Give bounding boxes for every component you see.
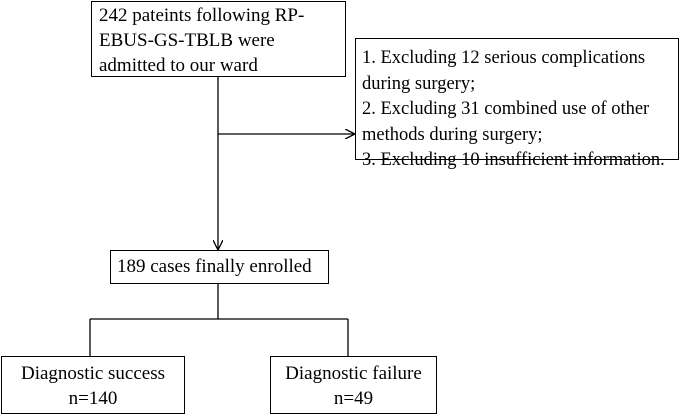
- exclusion-text-line: 1. Excluding 12 serious complications: [362, 48, 646, 68]
- outcome-count: n=140: [68, 388, 118, 409]
- admitted-text-line: admitted to our ward: [99, 55, 258, 76]
- outcome-label: Diagnostic success: [20, 363, 166, 384]
- admitted-patients-box: 242 pateints following RP- EBUS-GS-TBLB …: [91, 1, 346, 77]
- diagnostic-failure-box: Diagnostic failure n=49: [270, 356, 437, 414]
- admitted-text-line: 242 pateints following RP-: [99, 5, 305, 26]
- enrolled-label: 189 cases finally enrolled: [117, 256, 312, 277]
- outcome-label: Diagnostic failure: [285, 363, 422, 384]
- exclusion-text-line: 2. Excluding 31 combined use of other: [362, 99, 650, 119]
- admitted-text-line: EBUS-GS-TBLB were: [99, 30, 275, 51]
- exclusion-criteria-box: 1. Excluding 12 serious complications du…: [355, 38, 679, 170]
- exclusion-text-line: methods during surgery;: [362, 124, 543, 145]
- diagnostic-success-box: Diagnostic success n=140: [1, 356, 185, 414]
- outcome-count: n=49: [333, 388, 374, 409]
- enrolled-cases-box: 189 cases finally enrolled: [110, 250, 329, 284]
- exclusion-text-line: during surgery;: [362, 73, 476, 94]
- exclusion-text-line: 3. Excluding 10 insufficient information…: [362, 150, 665, 170]
